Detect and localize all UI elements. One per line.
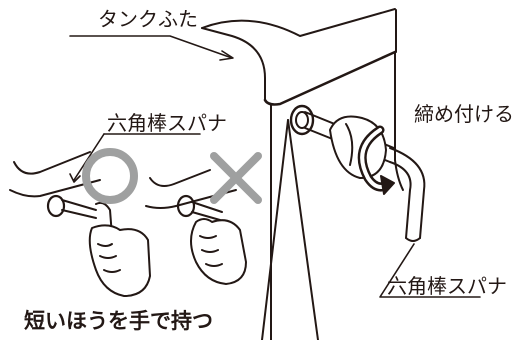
correct-mark — [82, 148, 138, 204]
tank-lid-label: タンクふた — [98, 7, 198, 31]
tighten-arrow — [357, 125, 395, 195]
hold-short-side-caption: 短いほうを手で持つ — [24, 309, 213, 333]
hex-wrench-left-label: 六角棒スパナ — [107, 111, 227, 135]
wrong-example — [145, 169, 247, 285]
wrong-mark — [210, 152, 262, 204]
hex-wrench-right-callout — [379, 243, 481, 298]
bolt-washer — [289, 104, 315, 136]
tighten-label: 締め付ける — [414, 102, 514, 126]
toilet-tank — [201, 8, 404, 341]
correct-example — [9, 151, 151, 297]
tank-lid-callout — [69, 35, 234, 61]
hex-wrench-left-callout — [69, 133, 201, 183]
hex-wrench-right-label: 六角棒スパナ — [387, 274, 507, 298]
